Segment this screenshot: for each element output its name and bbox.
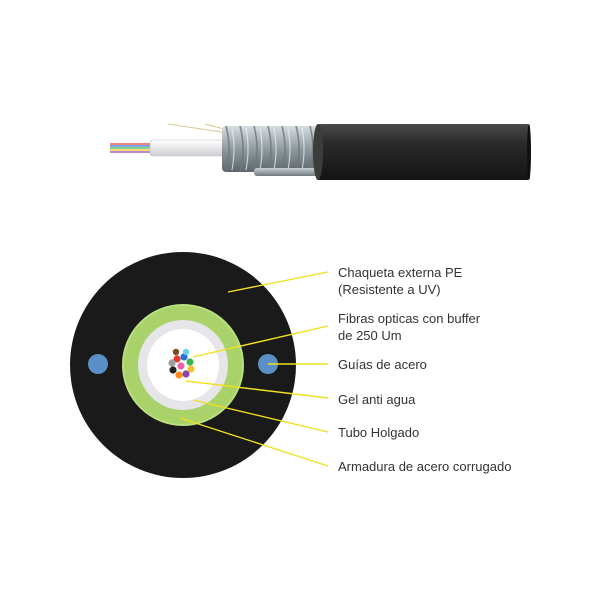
guide-wire-top xyxy=(167,123,229,134)
label-outer-jacket-line1: Chaqueta externa PE xyxy=(338,265,463,280)
label-outer-jacket-line2: (Resistente a UV) xyxy=(338,282,441,297)
fiber-bundle-section xyxy=(168,348,195,379)
label-fibers-line1: Fibras opticas con buffer xyxy=(338,311,481,326)
label-fibers-line2: de 250 Um xyxy=(338,328,402,343)
leader-gel xyxy=(185,380,329,399)
label-armor: Armadura de acero corrugado xyxy=(338,459,512,474)
loose-tube-side xyxy=(149,139,231,157)
label-fibers: Fibras opticas con buffer de 250 Um xyxy=(338,310,480,344)
leader-lines xyxy=(179,271,329,467)
leader-outer-jacket xyxy=(227,271,329,293)
outer-jacket-side xyxy=(316,124,530,180)
steel-guide-left xyxy=(88,354,108,374)
leader-fibers xyxy=(192,325,329,358)
label-loose-tube: Tubo Holgado xyxy=(338,425,420,440)
leader-armor xyxy=(179,417,329,467)
steel-guide-rod-side xyxy=(254,168,326,176)
label-outer-jacket: Chaqueta externa PE (Resistente a UV) xyxy=(338,264,462,298)
corrugated-armor-side xyxy=(222,125,322,173)
label-gel: Gel anti agua xyxy=(338,392,416,407)
leader-loose-tube xyxy=(192,399,329,433)
label-steel-guides: Guías de acero xyxy=(338,357,427,372)
cable-cross-section xyxy=(70,252,296,478)
